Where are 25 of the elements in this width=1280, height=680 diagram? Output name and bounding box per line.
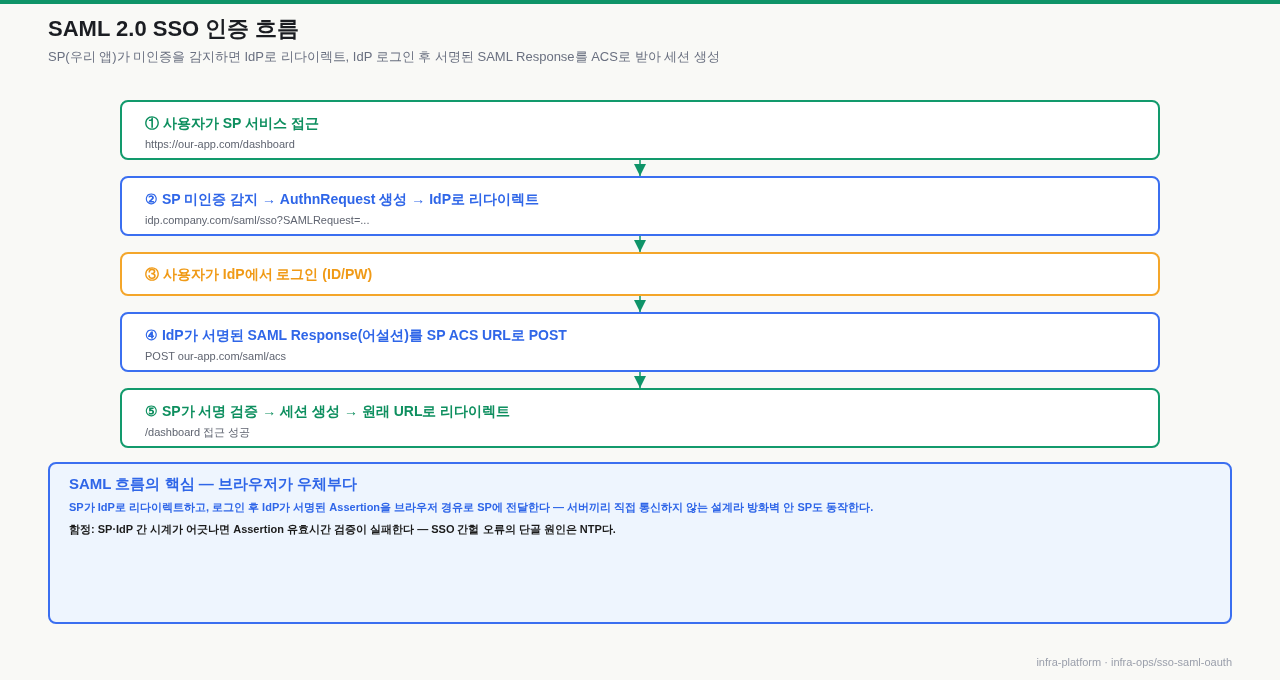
note-text: 함정: SP·IdP 간 시계가 어긋나면 Assertion 유효시간 검증이 실패한다 — SSO 간헐 오류의 단골 원인은 NTP다. <box>69 522 617 537</box>
callout-text: SP가 IdP로 리다이렉트하고, 로그인 후 IdP가 서명된 Assertion을 브라우저 경유로 SP에 전달한다 — 서버끼리 직접 통신하지 않는 설계라 방화벽 안 SP도 동작한다. <box>69 500 875 515</box>
step-title: ① 사용자가 SP 서비스 접근 <box>145 114 320 133</box>
step-url: https://our-app.com/dashboard <box>145 137 296 152</box>
step-title: ④ IdP가 서명된 SAML Response(어설션)를 SP ACS URL로 POST <box>145 326 568 345</box>
footer-text: infra-platform · infra-ops/sso-saml-oauth <box>1036 655 1232 670</box>
callout-box <box>48 462 1232 624</box>
step-box <box>120 176 1160 236</box>
step-box <box>120 100 1160 160</box>
step-title: ⑤ SP가 서명 검증 → 세션 생성 → 원래 URL로 리다이렉트 <box>145 402 512 421</box>
step-title: ② SP 미인증 감지 → AuthnRequest 생성 → IdP로 리다이렉트 <box>145 190 540 209</box>
step-url: idp.company.com/saml/sso?SAMLRequest=... <box>145 213 371 228</box>
step-box <box>120 388 1160 448</box>
arrow <box>634 159 646 177</box>
step-url: POST our-app.com/saml/acs <box>145 349 287 364</box>
step-title: ③ 사용자가 IdP에서 로그인 (ID/PW) <box>145 265 374 284</box>
diagram-title: SAML 2.0 SSO 인증 흐름 <box>48 15 300 43</box>
arrow <box>634 371 646 389</box>
callout-heading: SAML 흐름의 핵심 — 브라우저가 우체부다 <box>69 474 359 494</box>
step-url: /dashboard 접근 성공 <box>145 425 252 440</box>
arrow <box>634 295 646 313</box>
arrow <box>634 235 646 253</box>
diagram-subtitle: SP(우리 앱)가 미인증을 감지하면 IdP로 리다이렉트, IdP 로그인 후 서명된 SAML Response를 ACS로 받아 세션 생성 <box>48 48 720 66</box>
step-box <box>120 252 1160 296</box>
step-box <box>120 312 1160 372</box>
